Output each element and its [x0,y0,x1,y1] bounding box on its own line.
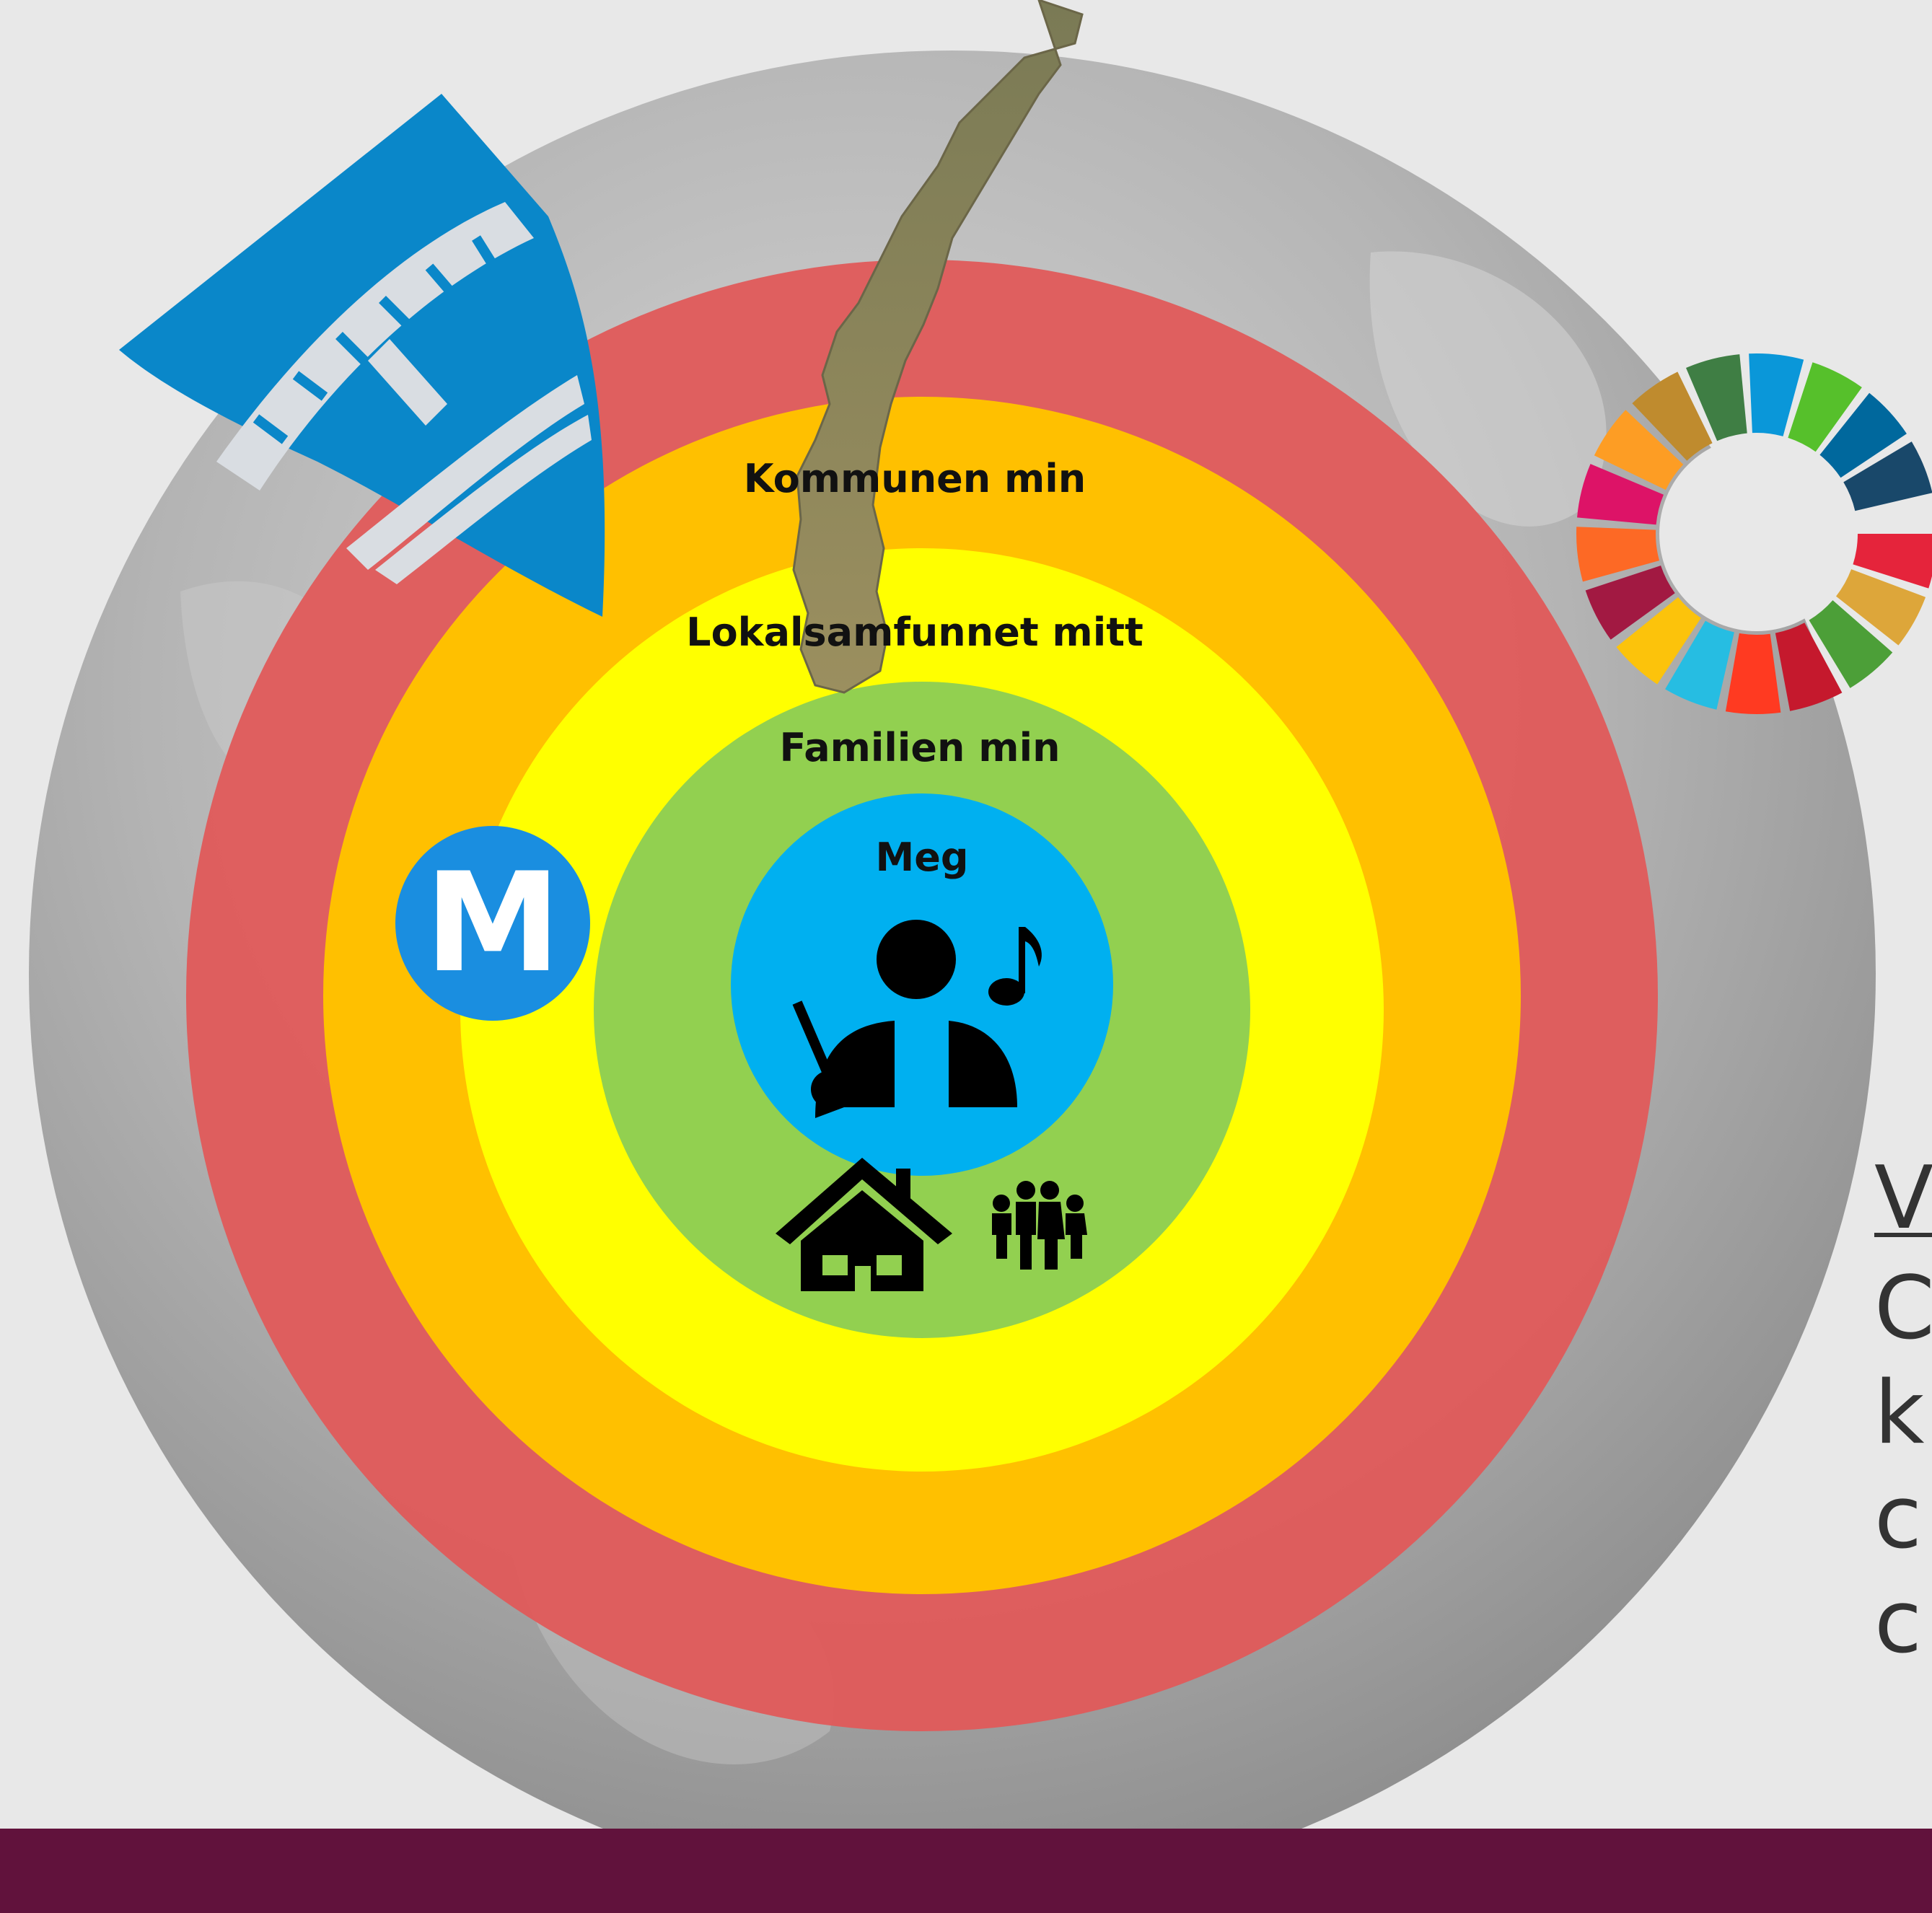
ring-label-familien: Familien min [779,725,1060,770]
conductor-person-icon [792,920,1017,1118]
municipal-crest-icon [119,94,605,617]
music-note-icon [988,927,1042,1006]
house-icon [776,1158,952,1291]
footer-bar [0,1829,1932,1913]
side-text-line-5: c [1874,1573,1922,1673]
side-text-line-1: V [1874,1148,1932,1249]
norway-map-icon [792,0,1084,694]
side-text-block: V C k c c [1874,1148,1932,1673]
family-icon [992,1181,1087,1270]
side-text-line-4: c [1874,1468,1922,1568]
ring-label-kommunen: Kommunen min [744,456,1086,501]
side-text-line-3: k [1874,1363,1925,1464]
side-text-line-2: C [1874,1259,1932,1359]
ring-label-meg: Meg [875,835,968,880]
m-badge-icon: M [395,826,590,1021]
sdg-wheel-icon [1576,353,1932,714]
ring-label-lokalsamfunnet: Lokalsamfunnet mitt [686,610,1143,655]
m-badge-letter: M [424,843,561,1003]
